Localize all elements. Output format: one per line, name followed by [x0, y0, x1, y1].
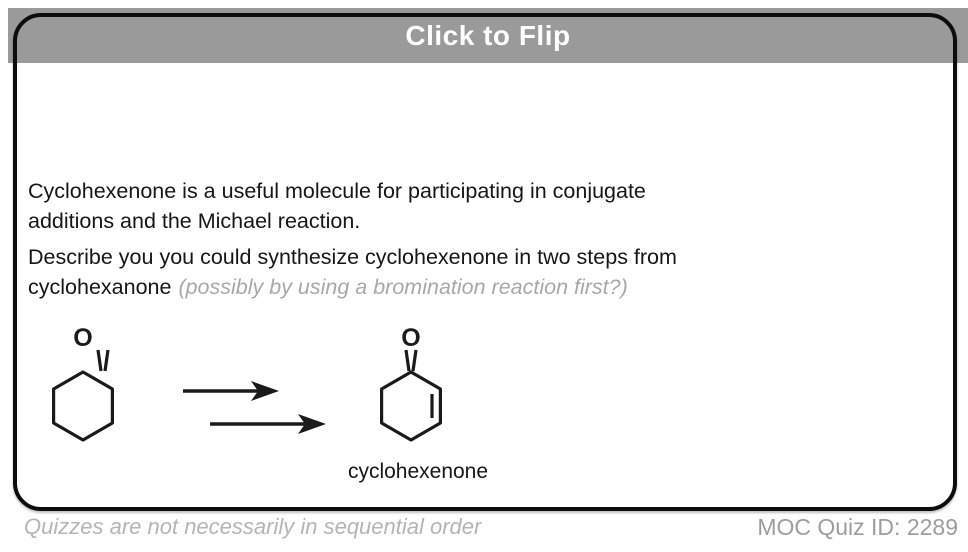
flashcard[interactable]: [13, 13, 957, 511]
product-caption: cyclohexenone: [347, 460, 489, 483]
carbonyl-bond-line: [96, 349, 103, 372]
carbonyl-bond-line: [103, 349, 110, 372]
cyclohexanone-ring: [51, 370, 115, 442]
question-hint: (possibly by using a bromination reactio…: [178, 275, 628, 299]
cyclohexanone-structure: [51, 349, 115, 442]
question-p1-line2: additions and the Michael reaction.: [28, 209, 361, 233]
flip-button-label: Click to Flip: [405, 19, 571, 51]
carbonyl-bond-line: [404, 349, 411, 372]
flip-button[interactable]: Click to Flip: [8, 8, 968, 63]
quiz-id: MOC Quiz ID: 2289: [757, 514, 958, 540]
question-p2-line2: cyclohexanone(possibly by using a bromin…: [28, 272, 818, 302]
question-text: Cyclohexenone is a useful molecule for p…: [28, 176, 818, 302]
cyclohexenone-structure: [380, 349, 442, 442]
question-paragraph-2: Describe you you could synthesize cycloh…: [28, 242, 818, 302]
product-oxygen-label: O: [401, 324, 420, 352]
question-p2-line1: Describe you you could synthesize cycloh…: [28, 245, 677, 269]
footer-note: Quizzes are not necessarily in sequentia…: [24, 514, 482, 539]
reactant-oxygen-label: O: [73, 324, 92, 352]
reaction-arrow-step1: [183, 381, 279, 401]
reaction-arrow-step2: [210, 414, 326, 434]
carbonyl-bond-line: [411, 349, 418, 372]
question-p2-line2-text: cyclohexanone: [28, 275, 172, 299]
cyclohexenone-ring: [380, 370, 442, 442]
arrowhead: [251, 381, 279, 401]
question-paragraph-1: Cyclohexenone is a useful molecule for p…: [28, 176, 818, 236]
question-p1-line1: Cyclohexenone is a useful molecule for p…: [28, 179, 646, 203]
reaction-scheme: O O: [51, 324, 442, 442]
arrowhead: [298, 414, 326, 434]
